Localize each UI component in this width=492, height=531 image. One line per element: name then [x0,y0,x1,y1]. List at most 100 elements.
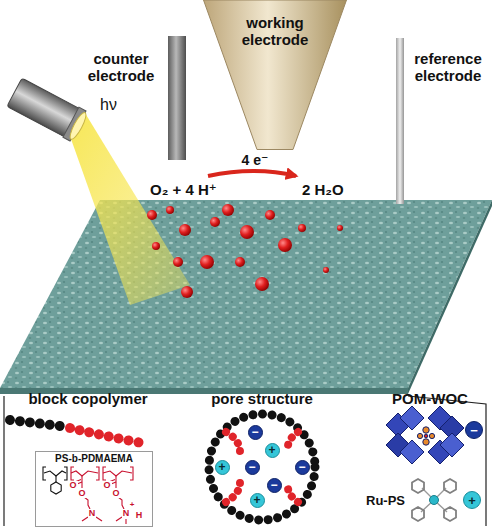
oxygen-bubbles [147,210,157,220]
atom-symbol: O [102,481,111,490]
electrode-label-text: counter electrode [74,50,168,85]
charge-sign: − [248,461,255,473]
electrode-surface [0,200,492,394]
working-electrode: working electrode [203,0,347,150]
chemical-structure [77,482,82,484]
oxygen-bubbles [166,206,174,214]
pom-cluster [400,406,424,430]
oxygen-bubbles [255,277,269,291]
pore-structure [226,482,240,502]
lamp [67,111,88,141]
ru-photosensitizer [412,479,424,493]
chemical-structure [55,476,56,482]
electrode-label-text: working electrode [225,14,325,49]
panel-heading: pore structure [211,390,313,407]
anion-circle: − [465,421,483,439]
ru-photosensitizer [412,507,424,521]
ru-photosensitizer [444,479,456,493]
counter-electrode-rod [168,36,186,160]
chemical-structure [103,467,106,480]
chemical-structure [118,497,124,509]
pore-structure [226,432,298,502]
pom-cluster [429,433,434,438]
charge-sign: + [468,494,476,507]
ru-photosensitizer [444,507,456,521]
panel-heading: block copolymer [28,390,147,407]
structure-title: PS-b-PDMAEMA [36,453,152,465]
cation-circle: + [265,443,280,458]
oxygen-bubbles [173,257,183,267]
pdmaema-block-beads [70,428,142,443]
anion-circle: − [295,460,310,475]
pom-cluster [423,439,429,445]
chemical-structure [71,467,133,524]
chemical-structure [96,467,99,480]
oxygen-bubbles [222,204,234,216]
structure-box: PS-b-PDMAEMAOONOON+H [35,451,153,527]
photon-label: hν [100,96,117,114]
oxygen-bubbles [240,225,254,239]
lamp [6,77,89,143]
bracket-line [3,396,4,526]
cation-circle: + [215,460,230,475]
chemical-structure [125,519,126,524]
anion-circle: − [267,478,282,493]
oxygen-bubbles [337,225,343,231]
chemical-structure [116,517,122,521]
chemical-structure [71,467,74,480]
ru-photosensitizer [421,488,447,512]
atom-symbol: H [135,511,144,520]
pom-cluster [423,427,429,433]
reaction-text: 2 H₂O [302,181,344,198]
reference-electrode-rod [396,38,404,204]
chemical-structure [96,517,102,521]
electron-arrow [208,171,296,176]
chemical-structure [81,482,82,488]
ru-photosensitizer [430,496,439,505]
chemical-structure [71,471,98,476]
anion-circle: − [248,425,263,440]
electrode-label-text: reference electrode [407,50,489,85]
chemical-structure [35,451,153,527]
electrode-label: reference electrode [407,50,489,85]
atom-symbol: + [129,501,136,509]
pore-structure [209,414,315,520]
chemical-structure [111,482,116,484]
oxygen-bubbles [200,255,214,269]
chemical-structure [115,476,116,482]
oxygen-bubbles [265,210,275,220]
atom-symbol: O [77,489,86,498]
atom-symbol: N [122,509,131,518]
oxygen-bubbles [181,286,193,298]
oxygen-bubbles [298,224,306,232]
electrode-surface [408,200,492,394]
chemical-structure [44,471,66,476]
panel-heading: POM-WOC [392,390,468,407]
pore-structure [288,482,298,502]
bracket-line [4,396,486,526]
oxygen-bubbles [323,267,329,273]
ps-block-beads [10,420,60,426]
charge-sign: + [218,461,225,473]
pom-cluster [424,434,428,438]
chemical-structure [84,497,90,509]
pom-cluster [417,433,422,438]
chemical-structure [130,467,133,480]
electrode-surface [0,200,492,388]
ru-photosensitizer [412,479,456,521]
electrode-cone [204,0,347,150]
oxygen-bubbles [147,204,343,298]
oxygen-bubbles [278,238,292,252]
chemical-structure [115,482,116,488]
pore-structure [226,432,240,452]
oxygen-bubbles [179,224,191,236]
reaction-text: O₂ + 4 H⁺ [150,181,217,199]
chemical-structure [51,482,61,494]
atom-symbol: N [88,509,97,518]
oxygen-bubbles [210,217,220,227]
chemical-structure [82,517,88,521]
pore-structure [209,414,315,520]
oxygen-bubbles [152,242,160,250]
oxygen-bubbles [235,257,245,267]
